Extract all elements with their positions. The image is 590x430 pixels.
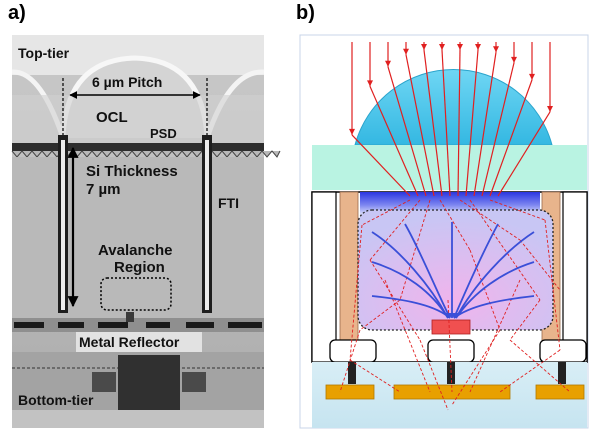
refracted-ray (489, 79, 533, 197)
ray-arrowhead (421, 44, 427, 50)
scattered-ray (349, 224, 363, 361)
label-metal-reflector: Metal Reflector (79, 334, 180, 350)
metal-pad-6 (228, 322, 262, 328)
refracted-ray (457, 49, 461, 197)
avalanche-region-box (100, 277, 172, 311)
scattered-ray (519, 239, 561, 291)
refracted-ray (481, 62, 515, 197)
ray-arrowhead (349, 128, 355, 135)
label-si-thickness: Si Thickness (86, 163, 178, 180)
refracted-ray (465, 49, 479, 197)
via-right (558, 362, 566, 384)
metal-reflector-plate (76, 332, 202, 352)
label-si-thickness-value: 7 µm (86, 181, 121, 198)
refracted-ray (423, 49, 443, 197)
refracted-ray (351, 134, 411, 197)
label-pitch: 6 µm Pitch (92, 74, 162, 90)
field-line (371, 261, 449, 319)
refracted-ray (441, 49, 451, 197)
field-line (453, 223, 499, 319)
field-lines (371, 222, 535, 319)
label-bottom-tier: Bottom-tier (18, 392, 94, 408)
panel-a-micrograph: Top-tier 6 µm Pitch OCL PSD Si Thickness… (11, 35, 281, 428)
scattered-ray (469, 199, 541, 301)
ray-arrowhead (439, 44, 445, 50)
scattered-ray (339, 329, 361, 393)
label-fti: FTI (218, 195, 239, 211)
edge-box-right (562, 191, 588, 363)
ray-arrowhead (493, 46, 499, 53)
depletion-region (357, 209, 554, 331)
ray-arrowhead (457, 44, 463, 50)
refracted-ray (369, 86, 419, 197)
refracted-ray (405, 54, 435, 197)
via-stack (126, 312, 134, 322)
refracted-ray (473, 52, 497, 197)
fti-trench-b-left (339, 191, 359, 343)
ray-arrowhead (547, 105, 553, 112)
field-line (404, 223, 451, 319)
ray-arrowhead (529, 73, 535, 80)
bottom-block-3 (182, 372, 206, 392)
scattered-ray (369, 199, 421, 261)
scattered-ray (361, 199, 411, 226)
scattered-ray (459, 199, 521, 241)
field-line (371, 231, 449, 319)
edge-box-left (311, 191, 337, 363)
scattered-ray (509, 299, 541, 341)
fti-trench-left-inner (61, 140, 65, 310)
metal-pad-5 (186, 322, 214, 328)
ray-arrowhead (403, 48, 409, 55)
incident-rays (349, 42, 553, 197)
scattered-ray (399, 199, 431, 301)
via-center (447, 362, 455, 384)
scattered-ray (509, 339, 571, 393)
scattered-ray (369, 259, 421, 341)
metal-layer (12, 318, 264, 332)
scattered-ray (419, 339, 449, 411)
microlens (354, 68, 553, 146)
label-ocl: OCL (96, 109, 128, 126)
panel-b-schematic (299, 34, 589, 429)
bottom-block-1 (118, 355, 180, 410)
panel-a-letter: a) (8, 2, 26, 24)
via-left (348, 362, 356, 384)
label-region: Region (114, 259, 165, 276)
scattered-ray (544, 219, 561, 351)
avalanche-junction (431, 319, 471, 335)
bottom-block-2 (92, 372, 116, 392)
lens-lower-region (12, 95, 264, 145)
fti-trench-right-inner (205, 140, 209, 310)
field-line (453, 295, 535, 319)
psd-dark-layer (12, 143, 264, 151)
silicon-region (12, 157, 264, 320)
scattered-ray (359, 299, 401, 331)
scattered-ray (469, 249, 501, 331)
label-top-tier: Top-tier (18, 45, 70, 61)
metal-line-right (535, 384, 585, 400)
refracted-ray (497, 111, 551, 197)
metal-pad-2 (58, 322, 84, 328)
metal-line-left (325, 384, 375, 400)
contact-center (427, 339, 475, 363)
panel-b-letter: b) (296, 2, 315, 24)
field-line (455, 261, 535, 319)
ray-arrowhead (367, 80, 373, 87)
ray-arrowhead (511, 56, 517, 63)
field-line (455, 231, 535, 319)
metal-pad-3 (98, 322, 128, 328)
scattered-ray (499, 349, 561, 393)
field-line (371, 295, 451, 319)
label-avalanche: Avalanche (98, 242, 172, 259)
ray-arrowhead (385, 60, 391, 67)
refracted-ray (387, 66, 427, 197)
bottom-strip (12, 410, 264, 428)
metal-pad-1 (14, 322, 44, 328)
metal-pad-4 (146, 322, 170, 328)
ray-arrowhead (475, 44, 481, 50)
field-line-arrowhead (451, 313, 457, 318)
label-psd: PSD (150, 126, 177, 141)
